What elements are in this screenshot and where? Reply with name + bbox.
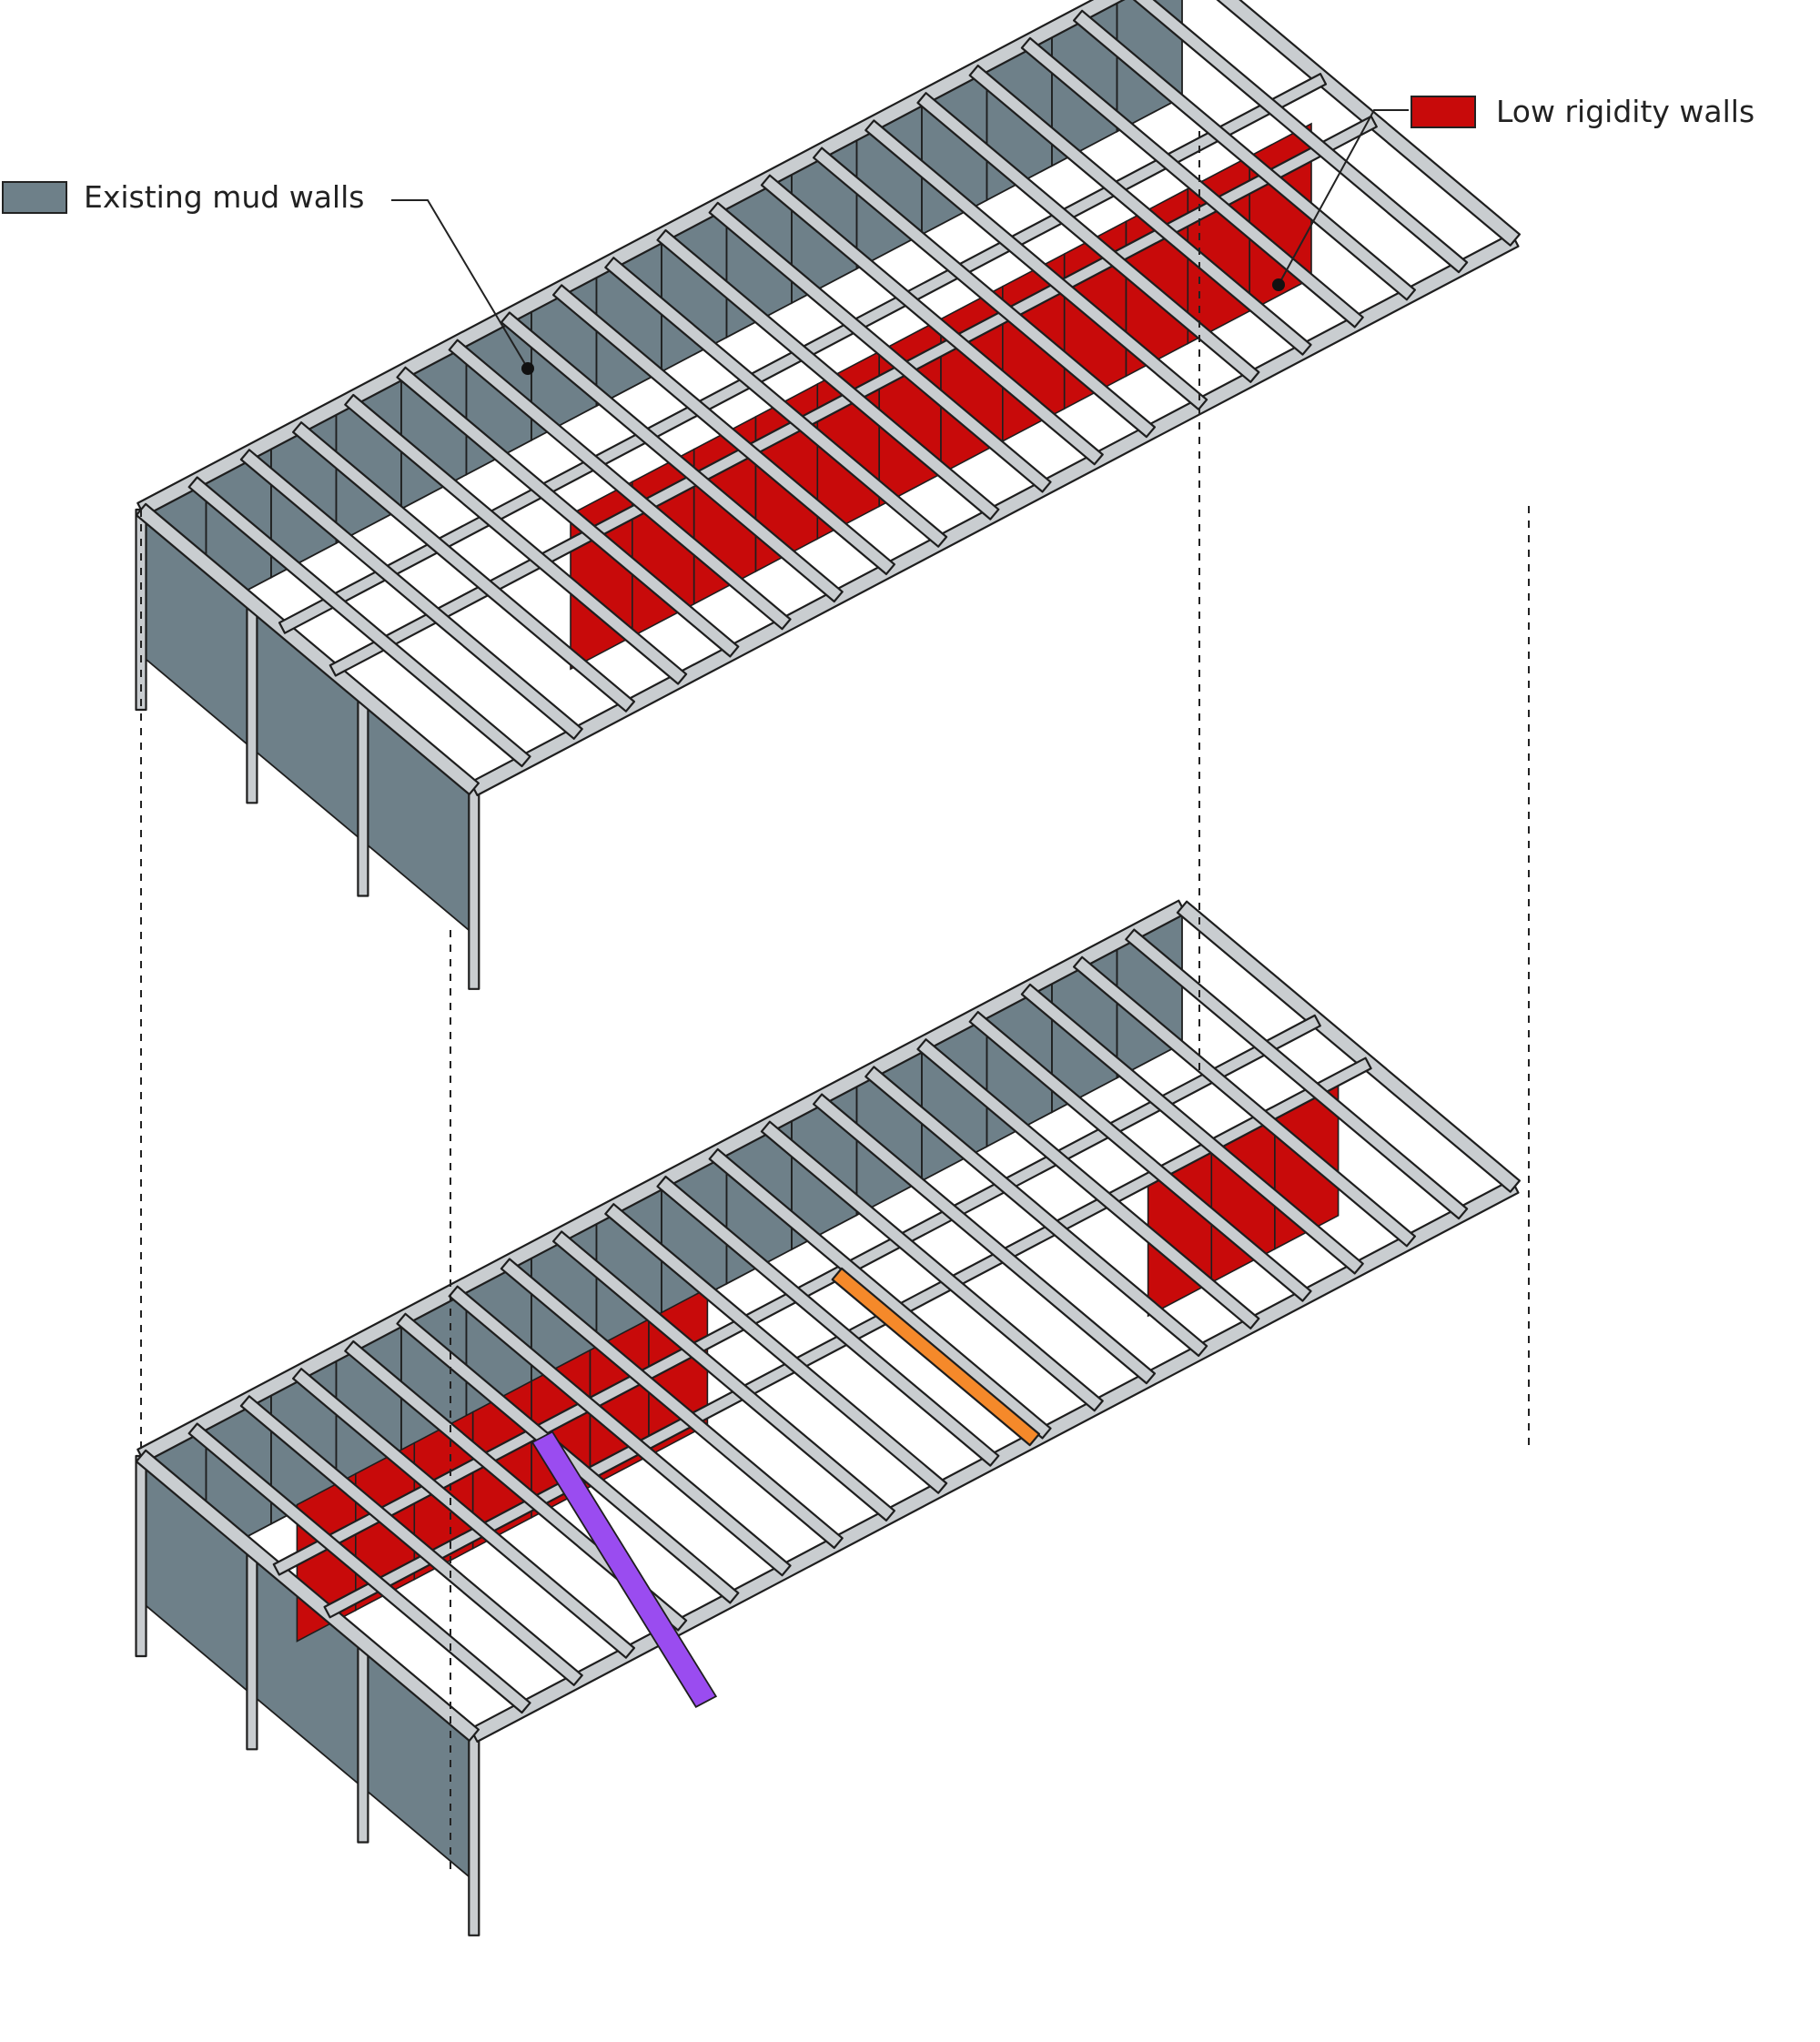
leader-dot-mud [521,362,534,375]
cross-joist [396,366,740,658]
legend-existing-mud-walls: Existing mud walls [2,179,364,215]
leader-line-mud [391,199,529,369]
cross-joist [1020,983,1364,1275]
cross-joist [760,1120,1104,1412]
left-column [357,694,369,897]
cross-joist [1020,36,1364,329]
legend-label-mud: Existing mud walls [84,179,365,215]
leader-line-low [1278,109,1409,286]
cross-joist [187,1422,531,1714]
legend-swatch-mud [2,180,67,214]
cross-joist [344,1339,688,1632]
left-column [246,601,258,804]
cross-joist [187,476,531,768]
retrofit-beam-orange [831,1267,1041,1447]
cross-joist [760,174,1104,466]
cross-joist [604,257,948,548]
upper-floor-frame [135,0,1522,990]
left-column [357,1641,369,1844]
cross-joist [864,1066,1208,1358]
cross-joist [239,449,583,740]
cross-joist [812,1093,1157,1385]
left-column [246,1548,258,1751]
lower-floor-frame [135,899,1522,1936]
legend-leaders [391,109,1409,375]
left-end-mud-wall [361,693,475,936]
cross-joist [448,1285,792,1577]
cross-joist [604,1203,948,1494]
cross-joist [292,1368,636,1659]
leader-dot-low [1272,278,1285,291]
cross-joist [1132,0,1469,274]
alignment-guides [140,131,1530,1876]
cross-joist [1125,928,1469,1220]
legend-swatch-low [1410,95,1476,128]
cross-joist [968,64,1312,356]
left-top-beam [135,502,480,796]
cross-joist [551,1230,896,1522]
left-column [468,787,480,990]
cross-joist [448,339,792,631]
left-column [135,1454,147,1658]
cross-joist [864,119,1208,410]
legend-label-low: Low rigidity walls [1496,94,1755,129]
cross-joist [708,201,1052,493]
right-top-beam [1176,900,1522,1193]
legend-low-rigidity-walls: Low rigidity walls [1410,94,1754,129]
cross-joist [500,1258,844,1550]
cross-joist [916,1038,1260,1329]
left-end-mud-wall [361,1640,475,1883]
cross-joist [344,393,688,685]
cross-joist [239,1395,583,1686]
cross-joist [656,1175,1000,1467]
left-column [468,1734,480,1936]
cross-joist [1072,955,1417,1248]
cross-joist [916,92,1260,383]
cross-joist [812,147,1157,439]
cross-joist [656,228,1000,521]
cross-joist [292,421,636,713]
retrofit-brace-purple [531,1430,718,1708]
cross-joist [1072,9,1417,301]
left-top-beam [135,1449,480,1743]
cross-joist [968,1010,1312,1302]
cross-joist [500,311,844,603]
cross-joist [551,284,896,576]
